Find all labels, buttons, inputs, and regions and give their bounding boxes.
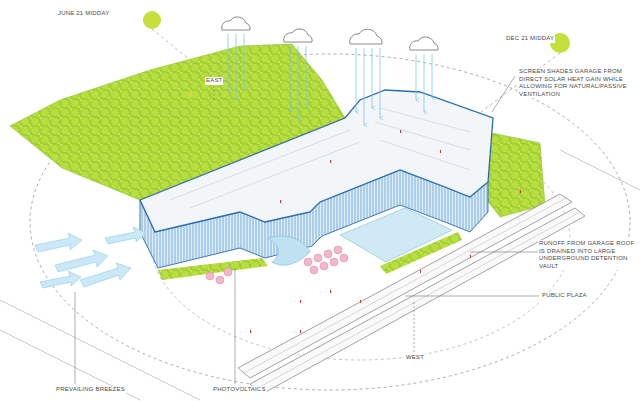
annotation-label: PREVAILING BREEZES [55, 386, 126, 394]
annotation-label: PHOTOVOLTAICS [212, 386, 267, 394]
annotation-label: JUNE 21 MIDDAY [57, 10, 110, 18]
annotation-label: RUNOFF FROM GARAGE ROOF IS DRAINED INTO … [538, 240, 636, 270]
annotation-label: PUBLIC PLAZA [541, 292, 588, 300]
annotation-label: SCREEN SHADES GARAGE FROM DIRECT SOLAR H… [518, 68, 632, 98]
annotation-label: DEC 21 MIDDAY [505, 35, 555, 43]
annotation-label: WEST [405, 354, 425, 362]
annotation-label: EAST [205, 77, 223, 85]
